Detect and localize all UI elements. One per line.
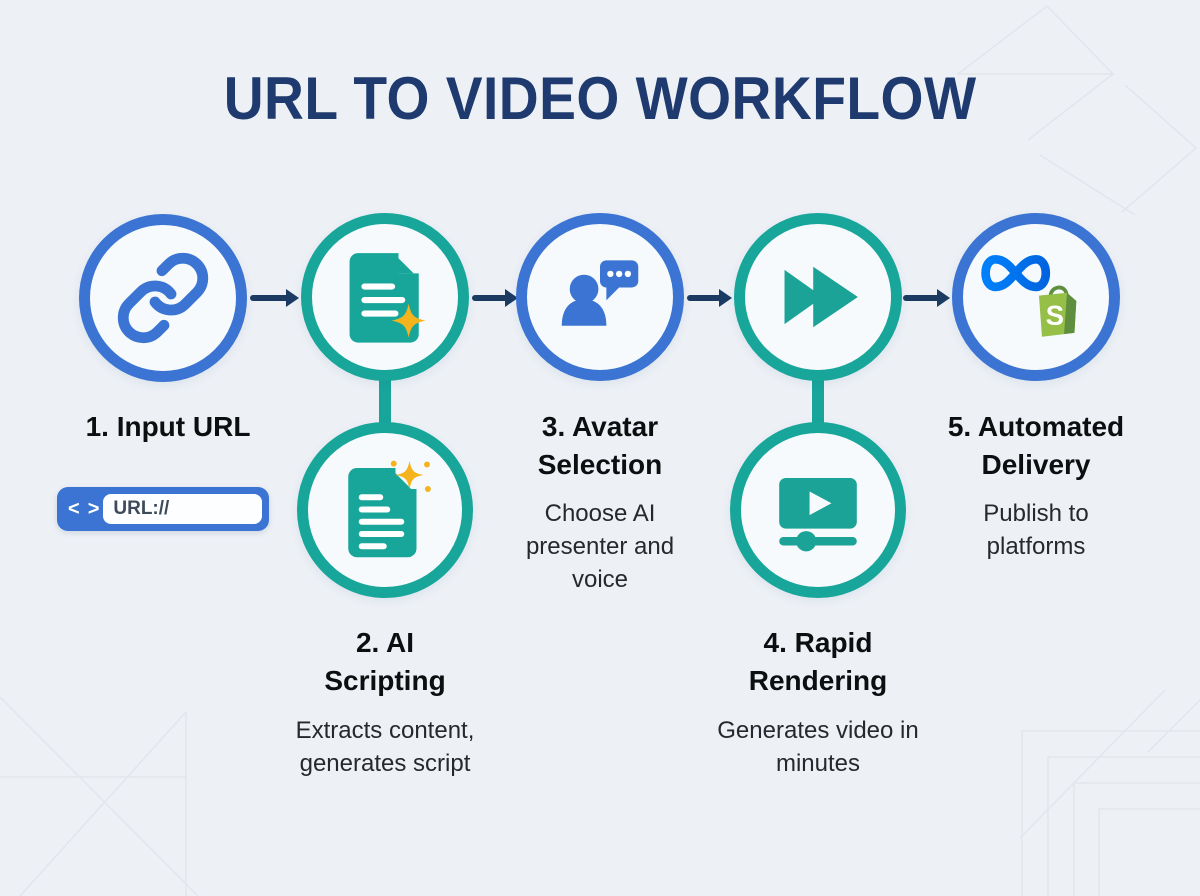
svg-text:S: S [1045, 300, 1064, 331]
step3-label: 3. Avatar Selection [537, 411, 663, 480]
step4-circle [734, 213, 902, 381]
url-input: URL:// [103, 494, 262, 524]
document-lines-sparkle-icon [348, 460, 431, 558]
video-player-icon [779, 477, 857, 552]
step4-description: Generates video in minutes [717, 717, 919, 777]
connector-step4 [812, 372, 824, 434]
url-address-bar: < > URL:// [57, 487, 269, 531]
step1-label: 1. Input URL [85, 411, 251, 442]
step4-sub-circle [730, 422, 906, 598]
step5-circle: S [952, 213, 1120, 381]
step2-description: Extracts content, generates script [295, 717, 475, 777]
page-title-text: URL TO VIDEO WORKFLOW [223, 65, 977, 132]
shopify-bag-icon: S [1038, 285, 1077, 337]
arrow-2-icon [472, 289, 518, 307]
step2-sub-circle [297, 422, 473, 598]
step4-label: 4. Rapid Rendering [748, 627, 888, 696]
chevron-left-icon: < [68, 498, 80, 520]
meta-shopify-icon: S [981, 254, 1077, 337]
step2-label: 2. AI Scripting [324, 627, 446, 696]
avatar-chat-icon [561, 260, 639, 326]
connector-step2 [379, 372, 391, 434]
document-sparkle-icon [349, 249, 426, 343]
page-title: URL TO VIDEO WORKFLOW [0, 64, 1200, 133]
fast-forward-icon [784, 266, 858, 328]
step5-label: 5. Automated Delivery [947, 411, 1125, 480]
step5-description: Publish to platforms [983, 500, 1089, 560]
arrow-3-icon [687, 289, 732, 307]
arrow-4-icon [903, 289, 950, 307]
step2-circle [301, 213, 469, 381]
chevron-right-icon: > [87, 498, 100, 520]
link-icon [117, 252, 209, 344]
step1-circle [79, 214, 247, 382]
step3-description: Choose AI presenter and voice [525, 500, 675, 593]
step3-circle [516, 213, 684, 381]
arrow-1-icon [250, 289, 299, 307]
meta-logo-icon [981, 254, 1051, 292]
